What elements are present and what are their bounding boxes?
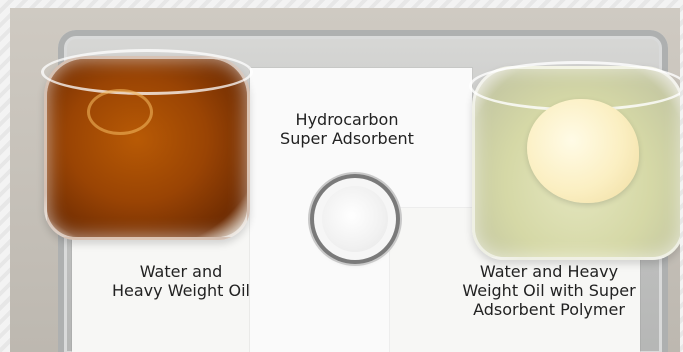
label-water-oil-polymer: Water and Heavy Weight Oil with Super Ad… — [434, 262, 664, 319]
oil-sheen — [87, 89, 153, 135]
label-line: Heavy Weight Oil — [111, 281, 250, 300]
label-line: Water and Heavy — [479, 262, 619, 281]
label-water-oil: Water and Heavy Weight Oil — [66, 262, 296, 300]
label-hydrocarbon-adsorbent: Hydrocarbon Super Adsorbent — [252, 110, 442, 148]
label-line: Super Adsorbent — [280, 129, 414, 148]
label-line: Water and — [139, 262, 223, 281]
photo — [10, 8, 680, 352]
beaker-oil-water — [41, 49, 253, 240]
dish-adsorbent — [314, 178, 396, 260]
beaker-rim — [41, 49, 253, 95]
label-line: Adsorbent Polymer — [473, 300, 625, 319]
adsorbent-powder — [322, 186, 388, 252]
label-line: Weight Oil with Super — [462, 281, 636, 300]
label-line: Hydrocarbon — [295, 110, 399, 129]
swollen-polymer — [527, 99, 639, 203]
beaker-with-polymer — [469, 61, 680, 260]
